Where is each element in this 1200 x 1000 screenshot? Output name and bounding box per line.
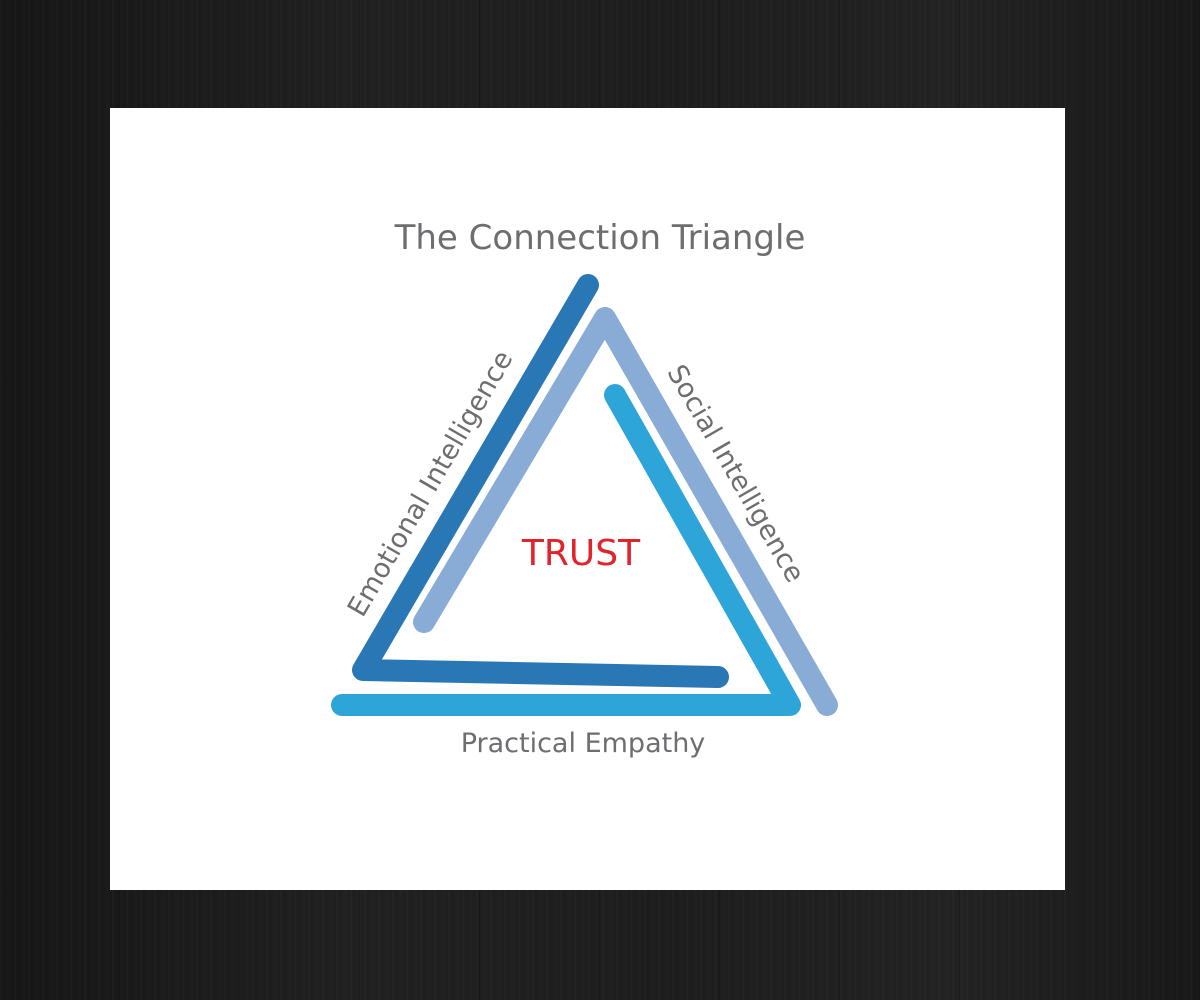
emotional-intelligence-band (352, 274, 729, 688)
emotional-intelligence-label: Emotional Intelligence (342, 346, 520, 622)
diagram-card (110, 108, 1065, 890)
practical-empathy-label: Practical Empathy (461, 728, 706, 759)
diagram-title: The Connection Triangle (394, 218, 806, 258)
practical-empathy-band (331, 384, 801, 716)
social-intelligence-band (413, 307, 838, 716)
trust-label: TRUST (521, 533, 641, 574)
